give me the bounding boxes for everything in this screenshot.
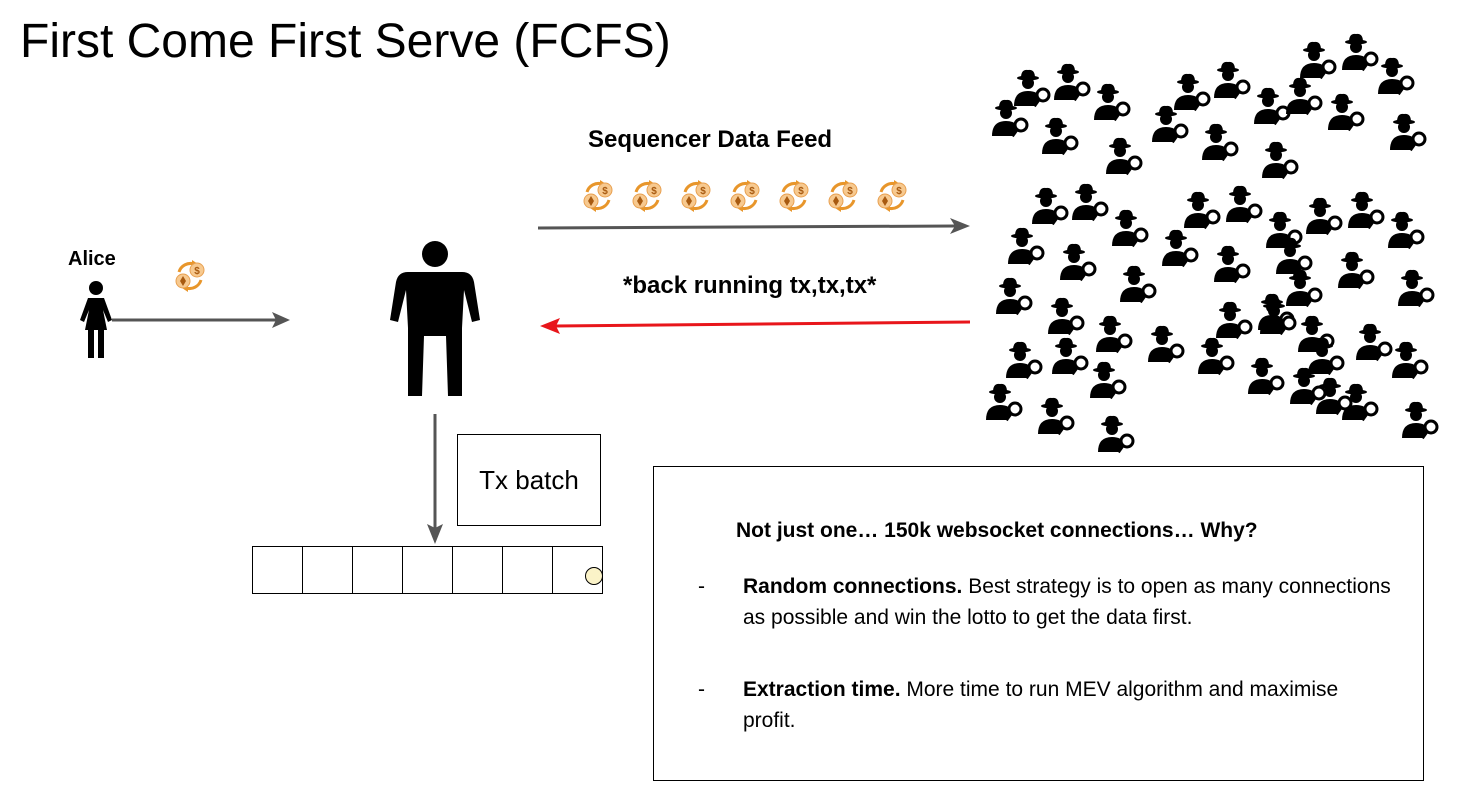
info-heading: Not just one… 150k websocket connections…: [736, 519, 1258, 542]
tx-batch-label: Tx batch: [479, 464, 579, 495]
spy-searcher-icon: [1258, 296, 1298, 336]
tx-queue: [252, 546, 603, 594]
spy-searcher-icon: [1092, 82, 1132, 122]
slide-title: First Come First Serve (FCFS): [20, 15, 671, 68]
spy-searcher-icon: [1396, 268, 1436, 308]
sequencer-to-queue-arrow: [427, 414, 443, 544]
spy-searcher-icon: [1196, 336, 1236, 376]
spy-searcher-icon: [1182, 190, 1222, 230]
feed-swap-tx-icon: [580, 178, 616, 214]
bullet-dash: -: [698, 678, 705, 701]
spy-searcher-icon: [1284, 76, 1324, 116]
bullet-text: More time to run MEV algorithm and maxim…: [743, 678, 1339, 732]
back-running-label: *back running tx,tx,tx*: [623, 272, 877, 299]
spy-searcher-icon: [1160, 228, 1200, 268]
bullet-title: Extraction time.: [743, 678, 901, 701]
alice-woman-icon: [80, 281, 112, 358]
spy-searcher-icon: [1094, 314, 1134, 354]
feed-swap-tx-icon: [629, 178, 665, 214]
queue-slot: [453, 547, 503, 593]
sequencer-feed-arrow: [537, 218, 970, 234]
queue-slot: [503, 547, 553, 593]
sequencer-person-icon: [390, 241, 480, 396]
bullet-random-connections: - Random connections. Best strategy is t…: [698, 571, 1398, 633]
bullet-extraction-time: - Extraction time. More time to run MEV …: [698, 674, 1398, 736]
feed-swap-tx-icon: [678, 178, 714, 214]
queue-slot: [253, 547, 303, 593]
alice-label: Alice: [68, 248, 116, 270]
spy-searcher-icon: [1088, 360, 1128, 400]
spy-searcher-icon: [1376, 56, 1416, 96]
spy-searcher-icon: [1214, 300, 1254, 340]
spy-searcher-icon: [1004, 340, 1044, 380]
bullet-title: Random connections.: [743, 575, 963, 598]
tx-batch-box: Tx batch: [457, 434, 601, 526]
spy-searcher-icon: [1400, 400, 1440, 440]
bullet-text: Best strategy is to open as many connect…: [743, 575, 1391, 629]
spy-searcher-icon: [994, 276, 1034, 316]
spy-searcher-icon: [990, 98, 1030, 138]
spy-searcher-icon: [1346, 190, 1386, 230]
spy-searcher-icon: [1030, 186, 1070, 226]
spy-searcher-icon: [1150, 104, 1190, 144]
spy-searcher-icon: [1052, 62, 1092, 102]
spy-searcher-icon: [1336, 250, 1376, 290]
spy-searcher-icon: [1354, 322, 1394, 362]
spy-searcher-icon: [1304, 196, 1344, 236]
feed-swap-tx-icon: [727, 178, 763, 214]
spy-searcher-icon: [1298, 40, 1338, 80]
queue-slot: [403, 547, 453, 593]
spy-searcher-icon: [1104, 136, 1144, 176]
queue-slot: [303, 547, 353, 593]
alice-to-sequencer-arrow: [112, 312, 290, 328]
spy-searcher-icon: [1340, 32, 1380, 72]
spy-searcher-icon: [1390, 340, 1430, 380]
spy-searcher-icon: [1036, 396, 1076, 436]
spy-searcher-icon: [1260, 140, 1300, 180]
spy-searcher-icon: [1224, 184, 1264, 224]
spy-searcher-icon: [1006, 226, 1046, 266]
spy-searcher-icon: [1212, 244, 1252, 284]
feed-swap-tx-icon: [825, 178, 861, 214]
feed-swap-tx-icon: [874, 178, 910, 214]
sequencer-data-feed-label: Sequencer Data Feed: [588, 126, 833, 153]
spy-searcher-icon: [1200, 122, 1240, 162]
spy-searcher-icon: [1326, 92, 1366, 132]
spy-searcher-icon: [1096, 414, 1136, 454]
info-box: Not just one… 150k websocket connections…: [653, 466, 1424, 781]
spy-searcher-icon: [1246, 356, 1286, 396]
spy-searcher-icon: [1388, 112, 1428, 152]
feed-swap-tx-icon: [776, 178, 812, 214]
spy-searcher-icon: [1040, 116, 1080, 156]
spy-searcher-icon: [1386, 210, 1426, 250]
queue-slot: [353, 547, 403, 593]
spy-searcher-icon: [1118, 264, 1158, 304]
spy-searcher-icon: [1058, 242, 1098, 282]
queue-slot: [553, 547, 603, 593]
bullet-dash: -: [698, 575, 705, 598]
spy-searcher-icon: [1340, 382, 1380, 422]
spy-searcher-icon: [1110, 208, 1150, 248]
spy-searcher-icon: [1212, 60, 1252, 100]
spy-searcher-icon: [984, 382, 1024, 422]
spy-searcher-icon: [1046, 296, 1086, 336]
spy-searcher-icon: [1146, 324, 1186, 364]
spy-searcher-icon: [1070, 182, 1110, 222]
pending-tx-dot: [585, 567, 603, 585]
spy-searcher-icon: [1050, 336, 1090, 376]
back-running-arrow: [540, 318, 971, 334]
